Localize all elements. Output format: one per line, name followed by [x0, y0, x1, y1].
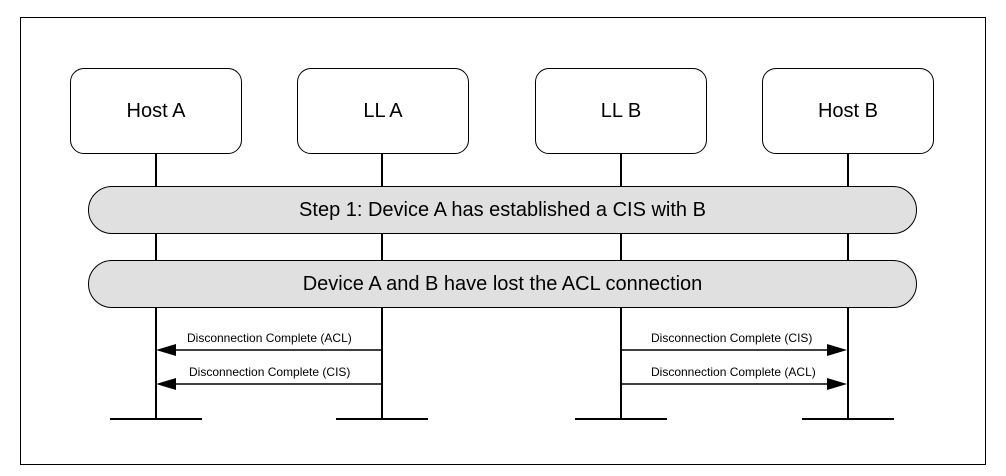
arrowhead — [156, 378, 176, 390]
baseline-ll-a — [336, 418, 428, 420]
message-label-a-acl: Disconnection Complete (ACL) — [187, 331, 352, 345]
baseline-ll-b — [575, 418, 667, 420]
participant-label: Host A — [126, 99, 186, 122]
participant-label: LL A — [363, 99, 403, 122]
arrowhead — [827, 344, 847, 356]
step-2-bar: Device A and B have lost the ACL connect… — [88, 260, 917, 308]
step-label: Device A and B have lost the ACL connect… — [302, 272, 703, 295]
baseline-host-a — [110, 418, 202, 420]
message-label-a-cis: Disconnection Complete (CIS) — [189, 365, 351, 379]
message-label-b-cis: Disconnection Complete (CIS) — [651, 331, 813, 345]
arrowhead — [827, 378, 847, 390]
participant-host-b: Host B — [762, 68, 934, 154]
step-label: Step 1: Device A has established a CIS w… — [299, 198, 706, 221]
step-1-bar: Step 1: Device A has established a CIS w… — [88, 186, 917, 234]
diagram-frame — [20, 17, 986, 465]
baseline-host-b — [802, 418, 894, 420]
participant-ll-a: LL A — [297, 68, 469, 154]
arrowhead — [156, 344, 176, 356]
participant-label: LL B — [600, 99, 642, 122]
participant-label: Host B — [817, 99, 879, 122]
message-label-b-acl: Disconnection Complete (ACL) — [651, 365, 816, 379]
participant-host-a: Host A — [70, 68, 242, 154]
participant-ll-b: LL B — [535, 68, 707, 154]
